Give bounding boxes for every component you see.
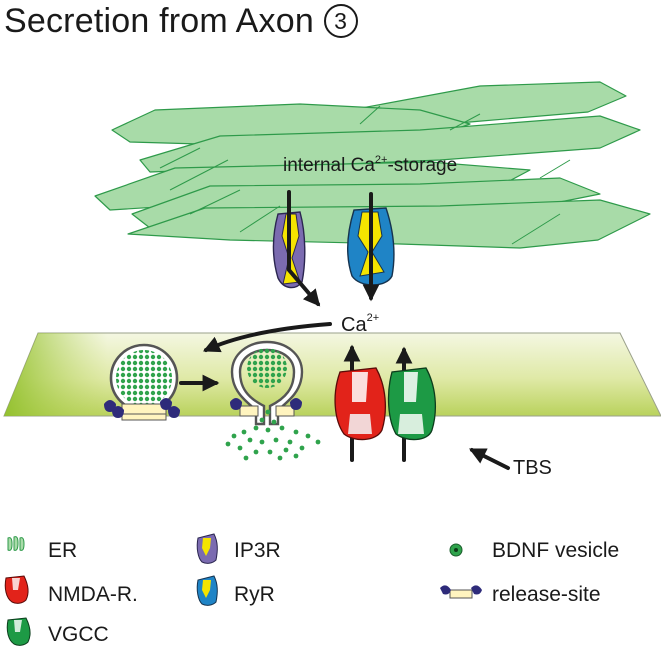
tbs-label: TBS [513,457,552,479]
axon-membrane [3,332,661,417]
nmda-receptor [334,367,386,441]
tbs-arrow [468,448,510,470]
vgcc-channel [387,367,436,441]
legend-er: ER [7,536,77,562]
legend-ryr-label: RyR [234,583,275,606]
released-bdnf-particles [225,409,321,461]
fusing-bdnf-vesicle [225,340,321,461]
legend: ER NMDA-R. VGCC IP3R [4,533,619,646]
legend-ip3r-label: IP3R [234,539,281,562]
title-step-marker: 3 [323,4,358,38]
legend-nmda-label: NMDA-R. [48,583,138,606]
docked-bdnf-vesicle [104,343,180,421]
legend-er-label: ER [48,539,77,562]
title-text: Secretion from Axon [4,2,314,40]
legend-release-site: release-site [440,583,601,606]
legend-ryr: RyR [196,575,275,606]
release-site-left [104,398,180,421]
legend-release-site-label: release-site [492,583,601,606]
legend-ip3r: IP3R [196,533,281,564]
ip3r-release-arrow [287,190,321,307]
page-title: Secretion from Axon 3 [4,2,358,41]
release-site-right [230,398,302,417]
legend-vgcc-label: VGCC [48,623,109,646]
legend-bdnf-vesicle: BDNF vesicle [449,539,619,562]
legend-nmda: NMDA-R. [4,575,138,606]
ca-to-vesicle-arrow [202,322,332,353]
legend-bdnf-vesicle-label: BDNF vesicle [492,539,619,562]
release-site-legend-icon [440,585,482,599]
ca-ion-label: Ca2+ [341,312,379,336]
title-step-number: 3 [334,8,348,34]
legend-vgcc: VGCC [6,617,109,646]
er-legend-icon [7,536,25,551]
internal-storage-label: internal Ca2+-storage [283,154,457,176]
